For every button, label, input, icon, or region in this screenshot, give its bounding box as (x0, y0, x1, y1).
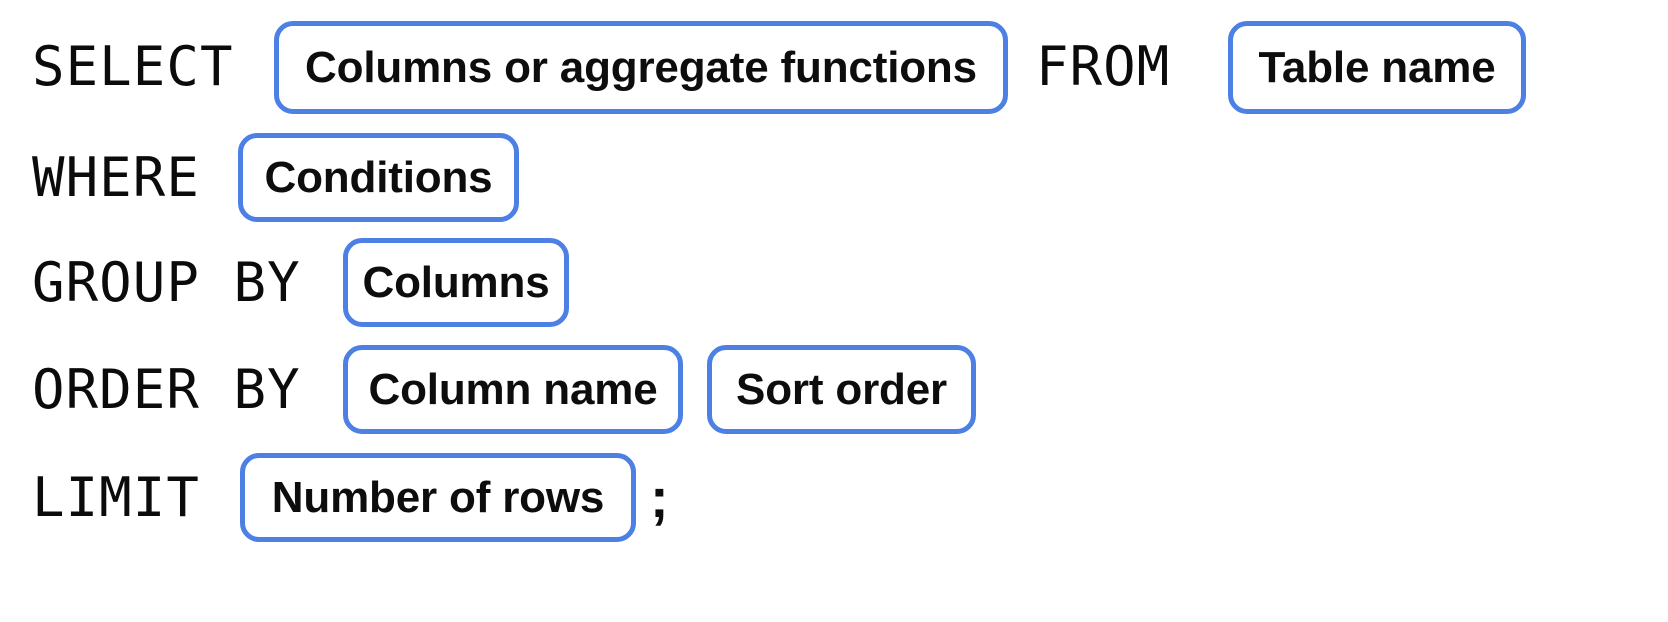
keyword-from: FROM (1036, 35, 1171, 98)
slot-where-conditions-label: Conditions (264, 152, 493, 202)
keyword-order-by: ORDER BY (32, 358, 301, 421)
slot-group-by-columns[interactable]: Columns (343, 238, 569, 327)
slot-order-by-sort-label: Sort order (736, 364, 947, 414)
statement-terminator-semicolon: ; (650, 466, 669, 529)
slot-from-table[interactable]: Table name (1228, 21, 1526, 114)
keyword-group-by: GROUP BY (32, 251, 301, 314)
slot-order-by-sort[interactable]: Sort order (707, 345, 976, 434)
slot-select-columns[interactable]: Columns or aggregate functions (274, 21, 1008, 114)
slot-select-columns-label: Columns or aggregate functions (305, 42, 977, 92)
slot-from-table-label: Table name (1258, 42, 1496, 92)
keyword-limit: LIMIT (32, 466, 200, 529)
keyword-where: WHERE (32, 146, 200, 209)
slot-where-conditions[interactable]: Conditions (238, 133, 519, 222)
slot-group-by-columns-label: Columns (362, 257, 550, 307)
slot-order-by-column[interactable]: Column name (343, 345, 683, 434)
slot-limit-rows-label: Number of rows (271, 472, 605, 522)
slot-limit-rows[interactable]: Number of rows (240, 453, 636, 542)
slot-order-by-column-label: Column name (368, 364, 658, 414)
keyword-select: SELECT (32, 35, 234, 98)
